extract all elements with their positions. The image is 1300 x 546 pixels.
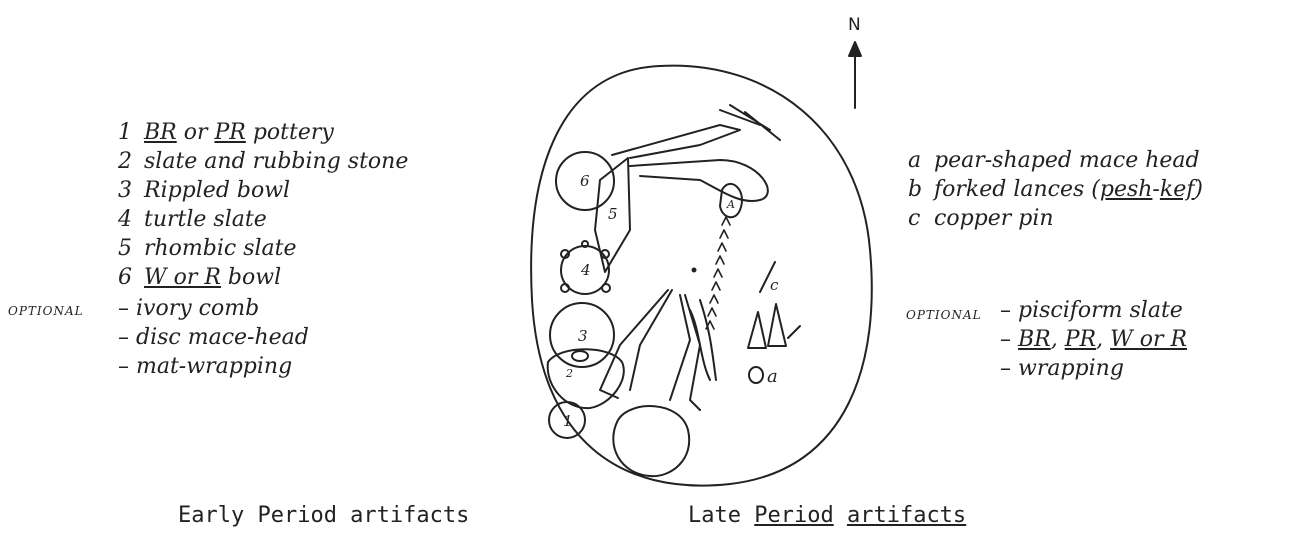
grave-item-b-forked-lance-chain	[706, 217, 730, 329]
north-label: N	[848, 15, 861, 35]
grave-item-b-lance-2	[768, 304, 786, 346]
grave-label-a-top: A	[726, 198, 735, 211]
grave-label-5: 5	[608, 205, 618, 223]
grave-label-c: c	[770, 276, 779, 294]
grave-label-6: 6	[580, 172, 590, 190]
grave-label-3: 3	[578, 327, 588, 345]
grave-label-4: 4	[580, 261, 591, 279]
grave-label-a: a	[767, 366, 778, 387]
skeleton-skull	[613, 406, 689, 476]
grave-label-1: 1	[563, 412, 573, 430]
grave-label-2: 2	[565, 367, 573, 380]
grave-item-a-mace-head	[749, 367, 763, 383]
grave-item-b-lance-1	[748, 312, 766, 348]
north-arrow-icon	[849, 42, 861, 108]
